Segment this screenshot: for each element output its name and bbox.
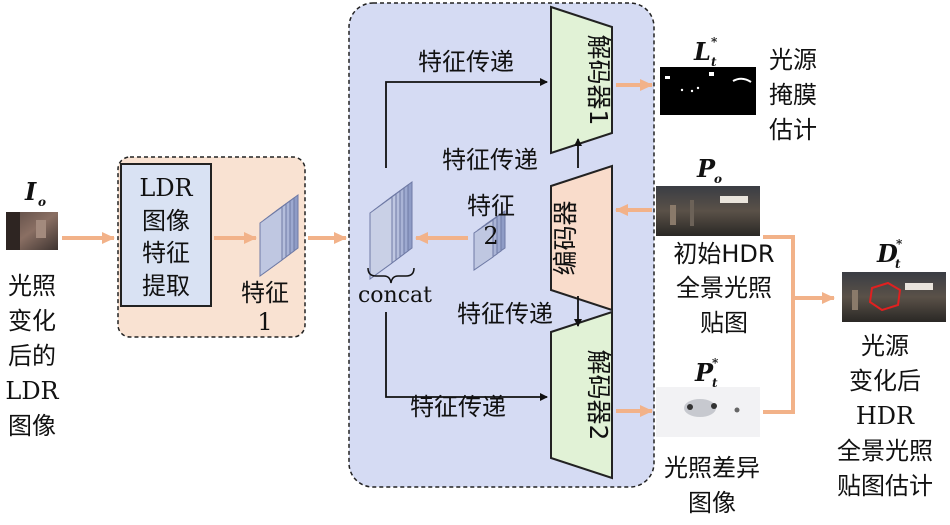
input-ldr-image — [6, 212, 58, 250]
decoder2-block — [550, 310, 613, 480]
merge-line-from-hdr — [763, 235, 795, 414]
extract-label-1: LDR — [139, 174, 193, 202]
light-diff-label-1: 光照差异 — [664, 454, 760, 482]
light-mask-subscript: t — [711, 55, 717, 69]
transfer-line-to-decoder2 — [385, 312, 548, 401]
light-mask-label-3: 估计 — [769, 116, 817, 144]
extract-label-4: 提取 — [142, 272, 190, 300]
transfer-label-top: 特征传递 — [418, 48, 514, 76]
final-hdr-label-4: 全景光照 — [837, 437, 933, 465]
initial-hdr-symbol: P — [696, 154, 716, 183]
transfer-line-to-decoder1 — [385, 78, 548, 168]
initial-hdr-label-3: 贴图 — [700, 309, 748, 337]
light-mask-label-2: 掩膜 — [769, 81, 817, 109]
extract-label-2: 图像 — [142, 207, 190, 235]
initial-hdr-image — [656, 186, 760, 236]
feature2-stack — [473, 210, 506, 271]
input-label-2: 变化 — [8, 307, 56, 335]
ldr-extract-box — [120, 163, 212, 307]
feature1-label-2: 1 — [257, 308, 272, 336]
encoder-block — [550, 164, 613, 312]
light-diff-subscript: t — [712, 376, 718, 390]
input-symbol: I — [24, 177, 37, 206]
initial-hdr-label-2: 全景光照 — [676, 274, 772, 302]
extract-label-3: 特征 — [142, 239, 190, 267]
final-hdr-image — [842, 272, 946, 322]
feature2-label-2: 2 — [483, 222, 498, 250]
light-mask-image — [660, 67, 756, 115]
final-hdr-subscript: t — [895, 257, 901, 271]
feature1-stack — [259, 194, 299, 277]
feature2-label-1: 特征 — [467, 192, 515, 220]
light-diff-symbol: P — [694, 358, 714, 387]
final-hdr-symbol: D — [876, 239, 898, 268]
final-hdr-label-3: HDR — [856, 402, 915, 430]
input-label-4: LDR — [5, 377, 59, 405]
light-diff-image — [656, 387, 760, 437]
transfer-label-upper-mid: 特征传递 — [442, 146, 538, 174]
decoder1-block — [550, 5, 613, 155]
initial-hdr-subscript: o — [714, 172, 722, 186]
light-diff-superscript: * — [712, 356, 719, 370]
initial-hdr-label-1: 初始HDR — [673, 240, 774, 268]
input-label-1: 光照 — [8, 272, 56, 300]
concat-label: concat — [358, 283, 432, 308]
encoder-label: 编码器 — [551, 200, 580, 275]
input-subscript: o — [38, 195, 46, 209]
transfer-label-bottom: 特征传递 — [410, 393, 506, 421]
input-label-3: 后的 — [8, 342, 56, 370]
feature1-label-1: 特征 — [241, 279, 289, 307]
final-hdr-label-1: 光源 — [861, 332, 909, 360]
concat-brace — [367, 267, 415, 284]
decoder1-label: 解码器1 — [584, 35, 613, 126]
transfer-label-lower-mid: 特征传递 — [457, 300, 553, 328]
final-hdr-label-2: 变化后 — [849, 367, 921, 395]
input-label-5: 图像 — [8, 412, 56, 440]
decoder2-label: 解码器2 — [584, 350, 613, 441]
light-mask-label-1: 光源 — [769, 46, 817, 74]
light-mask-superscript: * — [711, 35, 718, 49]
light-mask-symbol: L — [693, 37, 711, 66]
final-hdr-label-5: 贴图估计 — [837, 472, 933, 500]
concat-stack — [369, 181, 413, 280]
light-diff-label-2: 图像 — [688, 489, 736, 517]
final-hdr-superscript: * — [896, 237, 903, 251]
